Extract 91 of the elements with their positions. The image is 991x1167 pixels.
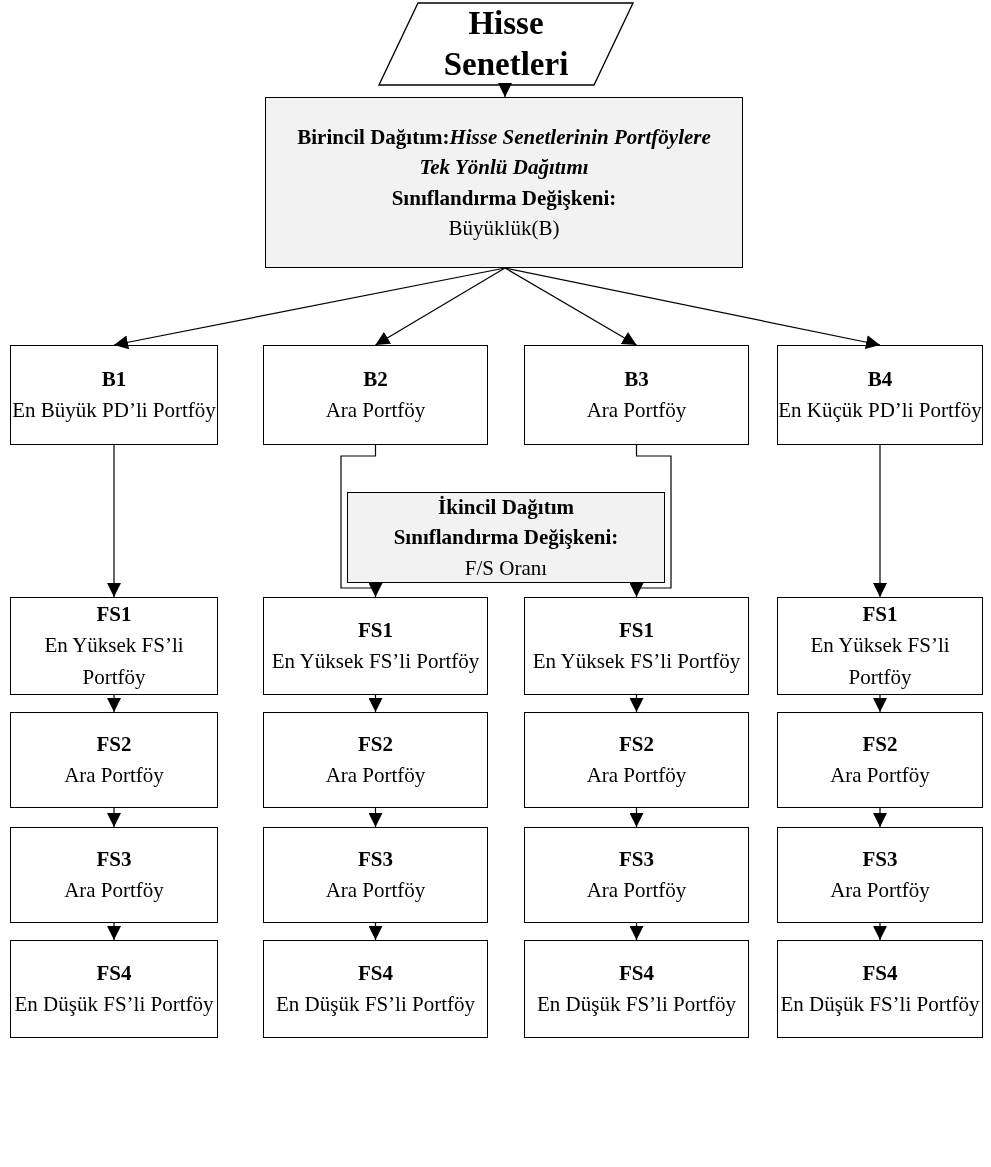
box-text: Ara Portföy xyxy=(586,762,687,789)
arrow xyxy=(107,444,121,598)
arrow xyxy=(504,267,881,350)
box-heading: FS1 xyxy=(619,616,654,644)
box-heading: FS2 xyxy=(96,730,132,758)
arrow xyxy=(368,922,383,941)
process-box xyxy=(347,492,665,583)
box-text: Sınıflandırma Değişkeni: xyxy=(393,524,619,552)
portfolio-box xyxy=(777,345,983,445)
box-text: En Küçük PD’li Portföy xyxy=(778,397,982,424)
box-heading: Hisse Senetleri xyxy=(442,3,570,84)
box-text: En Düşük FS’li Portföy xyxy=(14,991,214,1018)
box-heading: B4 xyxy=(867,365,893,393)
box-text: En Yüksek FS’li Portföy xyxy=(532,648,741,675)
arrow xyxy=(374,267,506,346)
arrow xyxy=(629,694,644,713)
arrow xyxy=(107,694,121,713)
portfolio-box xyxy=(524,827,749,923)
box-heading: FS3 xyxy=(96,845,132,873)
box-text: Büyüklük(B) xyxy=(448,214,560,242)
box-heading: FS4 xyxy=(96,959,132,987)
portfolio-box xyxy=(263,712,488,808)
box-text: Ara Portföy xyxy=(325,877,426,904)
process-box xyxy=(265,97,743,268)
box-text: En Düşük FS’li Portföy xyxy=(537,991,736,1018)
portfolio-box xyxy=(263,827,488,923)
portfolio-box xyxy=(263,940,488,1038)
box-heading: FS2 xyxy=(862,730,898,758)
box-text: En Düşük FS’li Portföy xyxy=(780,991,980,1018)
box-heading: FS2 xyxy=(619,730,654,758)
box-text: Ara Portföy xyxy=(64,877,164,904)
box-text: Ara Portföy xyxy=(830,762,930,789)
box-heading: FS1 xyxy=(96,600,132,628)
portfolio-box xyxy=(524,597,749,695)
arrow xyxy=(368,807,383,828)
box-heading: Birincil Dağıtım:Hisse Senetlerinin Portföylere Tek Yönlü Dağıtımı xyxy=(296,123,712,182)
portfolio-box xyxy=(10,345,218,445)
box-text: En Yüksek FS’li Portföy xyxy=(271,648,480,675)
arrow xyxy=(113,267,506,350)
arrow xyxy=(629,922,644,941)
portfolio-box xyxy=(10,712,218,808)
box-heading: FS4 xyxy=(862,959,898,987)
arrow xyxy=(107,807,121,828)
portfolio-box xyxy=(263,597,488,695)
portfolio-box xyxy=(524,712,749,808)
box-text: En Düşük FS’li Portföy xyxy=(276,991,475,1018)
box-heading: B3 xyxy=(624,365,649,393)
portfolio-box xyxy=(263,345,488,445)
box-text: En Yüksek FS’li Portföy xyxy=(43,632,185,691)
box-heading: FS4 xyxy=(619,959,654,987)
box-text: F/S Oranı xyxy=(464,554,548,582)
input-parallelogram xyxy=(378,2,634,86)
arrow xyxy=(368,694,383,713)
portfolio-box xyxy=(777,940,983,1038)
box-heading: FS3 xyxy=(619,845,654,873)
box-heading: FS3 xyxy=(862,845,898,873)
box-heading: FS2 xyxy=(358,730,393,758)
box-text: En Büyük PD’li Portföy xyxy=(12,397,216,424)
box-text: En Yüksek FS’li Portföy xyxy=(809,632,951,691)
box-text: Sınıflandırma Değişkeni: xyxy=(391,184,617,212)
box-text: Ara Portföy xyxy=(830,877,930,904)
arrow xyxy=(629,444,672,598)
box-heading: FS3 xyxy=(358,845,393,873)
arrow xyxy=(629,807,644,828)
box-heading: FS4 xyxy=(358,959,393,987)
box-text: Ara Portföy xyxy=(325,397,426,424)
box-heading: B2 xyxy=(363,365,388,393)
box-text: Ara Portföy xyxy=(64,762,164,789)
arrow xyxy=(873,444,887,598)
box-heading: B1 xyxy=(101,365,127,393)
box-heading: FS1 xyxy=(358,616,393,644)
arrow xyxy=(504,267,638,346)
box-text: Ara Portföy xyxy=(586,397,687,424)
arrow xyxy=(498,83,512,98)
portfolio-box xyxy=(524,940,749,1038)
portfolio-box xyxy=(524,345,749,445)
arrow xyxy=(873,922,887,941)
portfolio-box xyxy=(10,940,218,1038)
portfolio-box xyxy=(10,827,218,923)
portfolio-box xyxy=(777,712,983,808)
arrow xyxy=(340,444,383,598)
portfolio-box xyxy=(777,597,983,695)
box-text: Ara Portföy xyxy=(325,762,426,789)
box-text: Ara Portföy xyxy=(586,877,687,904)
arrow xyxy=(873,694,887,713)
portfolio-box xyxy=(10,597,218,695)
box-heading: FS1 xyxy=(862,600,898,628)
arrow xyxy=(107,922,121,941)
portfolio-box xyxy=(777,827,983,923)
box-heading: İkincil Dağıtım xyxy=(438,493,574,521)
arrow xyxy=(873,807,887,828)
